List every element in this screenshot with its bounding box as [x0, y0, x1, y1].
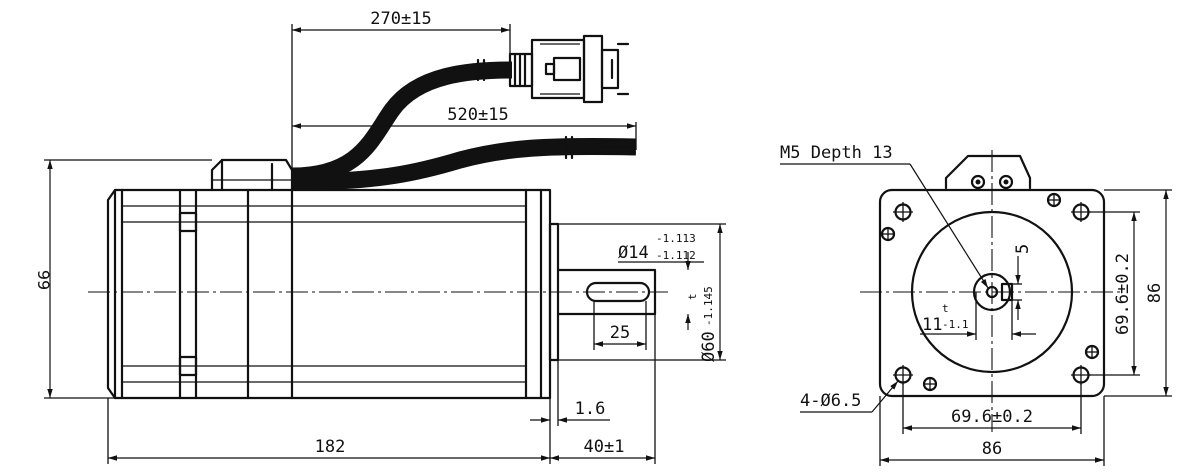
mount-hole: [1071, 202, 1091, 222]
dim-key-height-tol-lower: -1.1: [942, 318, 969, 331]
dim-pilot-diameter-label: Ø60: [699, 331, 719, 362]
mounting-holes: [893, 202, 1091, 385]
shaft: [548, 222, 657, 362]
dim-mount-holes-label: 4-Ø6.5: [800, 391, 861, 411]
dim-shaft-diameter-tol-lower: -1.112: [656, 249, 696, 262]
dim-hole-spacing-h-label: 69.6±0.2: [951, 407, 1033, 427]
dim-body-length-label: 182: [315, 437, 346, 457]
flange-screws: [880, 192, 1100, 392]
dim-shaft-length: 40±1: [550, 314, 656, 464]
dim-pilot-diameter-tol-upper: t: [686, 293, 699, 300]
flange-screw: [1084, 344, 1100, 360]
dim-flange-height: 86: [1104, 189, 1172, 397]
dim-power-cable: 520±15: [292, 105, 637, 150]
dim-shaft-diameter-label: Ø14: [618, 243, 649, 263]
dim-body-length: 182: [107, 398, 551, 464]
cable-outlet-housing: [210, 158, 294, 192]
side-view: 270±15 520±15 99 182 40±1: [34, 9, 726, 464]
dim-flange-gap-label: 1.6: [575, 399, 606, 419]
cables: [291, 58, 637, 191]
flange-screw: [922, 376, 938, 392]
dim-key-height-tol-upper: t: [942, 302, 949, 315]
flange-screw: [880, 226, 896, 242]
dim-flange-width-label: 86: [982, 439, 1002, 459]
dim-key-length-label: 25: [610, 323, 630, 343]
dim-height: 99: [34, 159, 212, 399]
dim-shaft-length-label: 40±1: [584, 437, 625, 457]
dsub-connector: [508, 34, 630, 104]
dim-key-width: 5: [1012, 244, 1033, 320]
front-cable-housing: [944, 154, 1032, 190]
mount-hole: [893, 365, 913, 385]
dim-pilot-diameter-tol-lower: -1.145: [702, 286, 715, 326]
dim-tapped-hole: M5 Depth 13: [780, 143, 989, 289]
dim-mount-holes: 4-Ø6.5: [800, 380, 899, 413]
front-pilot-circle: [910, 210, 1074, 374]
dim-flange-height-label: 86: [1145, 283, 1165, 303]
front-shaft: [972, 272, 1014, 312]
dim-hole-spacing-v: 69.6±0.2: [1089, 211, 1140, 376]
dim-flange-gap: 1.6: [530, 360, 610, 426]
dim-connector-cable: 270±15: [291, 9, 511, 172]
mount-hole: [1071, 365, 1091, 385]
dim-hole-spacing-h: 69.6±0.2: [902, 383, 1082, 434]
motor-body: [106, 188, 552, 400]
dim-key-width-label: 5: [1013, 244, 1033, 254]
dim-power-cable-label: 520±15: [447, 105, 508, 125]
dim-shaft-diameter: Ø14 -1.113 -1.112: [618, 232, 704, 330]
dim-hole-spacing-v-label: 69.6±0.2: [1113, 253, 1133, 335]
dim-key-length: 25: [593, 301, 647, 350]
dim-height-label: 99: [34, 270, 53, 290]
dim-tapped-hole-label: M5 Depth 13: [780, 143, 893, 163]
encoder-cable: [291, 61, 513, 185]
dim-shaft-diameter-tol-upper: -1.113: [656, 232, 696, 245]
front-view: M5 Depth 13 5 11 t -1.1 4-Ø6.5: [780, 143, 1172, 466]
front-flange: [878, 188, 1106, 398]
dim-flange-width: 86: [879, 396, 1105, 466]
power-cable: [291, 137, 637, 191]
dim-key-height-label: 11: [922, 315, 942, 335]
flange-screw: [1046, 192, 1062, 208]
dim-pilot-diameter: Ø60 t -1.145: [558, 223, 726, 362]
mount-hole: [893, 202, 913, 222]
dim-key-height: 11 t -1.1: [920, 292, 1036, 340]
dim-connector-cable-label: 270±15: [370, 9, 431, 29]
